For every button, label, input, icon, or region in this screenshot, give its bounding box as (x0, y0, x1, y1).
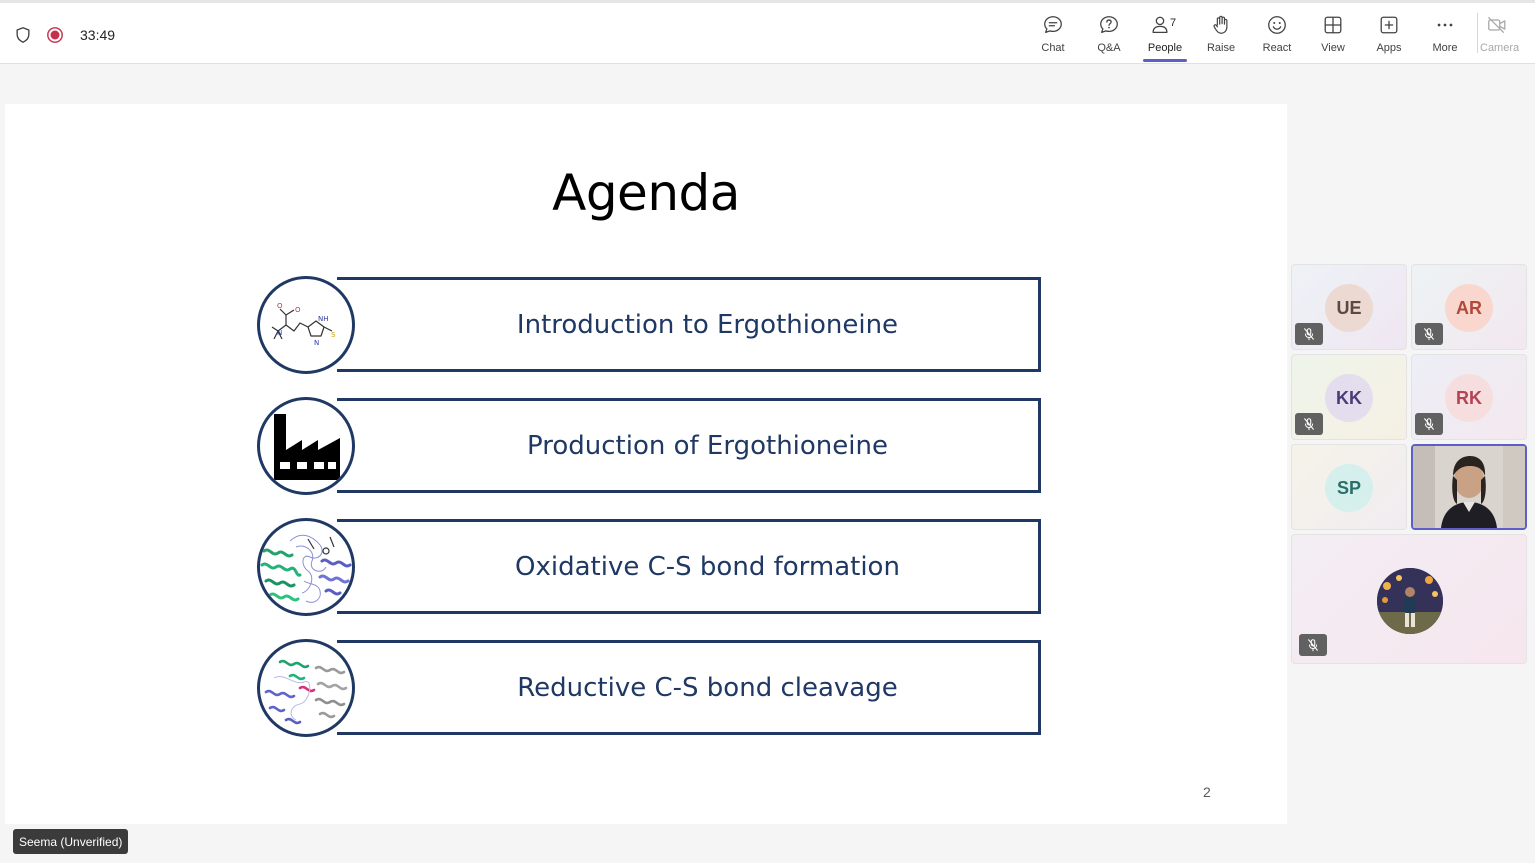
avatar: AR (1445, 284, 1493, 332)
presenter-name-label: Seema (Unverified) (13, 829, 129, 854)
mic-muted-badge (1415, 413, 1443, 435)
shared-content-slide[interactable]: Agenda Introduction to Ergothioneine N (5, 104, 1287, 824)
qa-button[interactable]: Q&A (1081, 3, 1137, 64)
meeting-toolbar: Chat Q&A 7 People Raise (1025, 3, 1520, 64)
agenda-item-text: Production of Ergothioneine (527, 430, 888, 461)
avatar: UE (1325, 284, 1373, 332)
mic-off-icon (1308, 639, 1318, 652)
agenda-item-image (257, 397, 355, 495)
ellipsis-icon (1437, 23, 1453, 27)
participant-video-tile[interactable] (1411, 444, 1527, 530)
slide-title: Agenda (552, 164, 740, 222)
hand-icon (1213, 15, 1228, 34)
enzyme-structure-icon (264, 659, 348, 725)
meeting-timer: 33:49 (80, 27, 116, 43)
mic-muted-badge (1415, 323, 1443, 345)
agenda-item-text: Introduction to Ergothioneine (516, 309, 899, 340)
molecule-structure-icon: N O O NH N S (271, 302, 336, 347)
avatar-photo (1377, 568, 1443, 634)
grid-icon (1324, 16, 1342, 34)
agenda-item-image (257, 518, 355, 616)
avatar: RK (1445, 374, 1493, 422)
participant-tile[interactable]: SP (1291, 444, 1407, 530)
raise-label: Raise (1206, 42, 1236, 54)
mic-off-icon (1424, 328, 1434, 341)
person-icon (1152, 16, 1168, 33)
agenda-item-text: Reductive C-S bond cleavage (517, 672, 898, 703)
agenda-item-box: Introduction to Ergothioneine (337, 277, 1041, 372)
shield-icon[interactable] (14, 26, 32, 44)
plus-square-icon (1380, 16, 1398, 34)
people-button[interactable]: 7 People (1137, 3, 1193, 64)
mic-off-icon (1424, 418, 1434, 431)
smiley-icon (1268, 16, 1286, 34)
qa-label: Q&A (1097, 42, 1121, 54)
factory-icon (274, 414, 340, 480)
participant-tile[interactable]: RK (1411, 354, 1527, 440)
avatar: KK (1325, 374, 1373, 422)
apps-label: Apps (1376, 42, 1402, 54)
agenda-item-text: Oxidative C-S bond formation (515, 551, 900, 582)
participant-tile[interactable]: AR (1411, 264, 1527, 350)
participant-tile[interactable]: UE (1291, 264, 1407, 350)
protein-structure-icon (260, 534, 352, 603)
question-bubble-icon (1100, 16, 1118, 33)
active-tab-indicator (1143, 59, 1187, 62)
camera-label: Camera (1480, 42, 1520, 54)
react-button[interactable]: React (1249, 3, 1305, 64)
view-label: View (1321, 42, 1345, 54)
svg-text:O: O (295, 306, 301, 314)
mic-muted-badge (1299, 634, 1327, 656)
camera-button[interactable]: Camera (1480, 3, 1520, 64)
people-count-badge: 7 (1170, 17, 1177, 29)
svg-text:N: N (314, 339, 319, 347)
view-button[interactable]: View (1305, 3, 1361, 64)
chat-icon (1044, 16, 1062, 33)
participant-video (1413, 446, 1525, 528)
participant-tile[interactable] (1291, 534, 1527, 664)
camera-off-icon (1488, 17, 1506, 33)
agenda-item-box: Production of Ergothioneine (337, 398, 1041, 493)
svg-text:NH: NH (318, 315, 329, 323)
chat-label: Chat (1041, 42, 1065, 54)
agenda-item: Production of Ergothioneine (257, 397, 1043, 495)
agenda-item: Introduction to Ergothioneine N O O (257, 276, 1043, 374)
chat-button[interactable]: Chat (1025, 3, 1081, 64)
agenda-item-box: Reductive C-S bond cleavage (337, 640, 1041, 735)
svg-text:S: S (331, 331, 336, 339)
mic-muted-badge (1295, 413, 1323, 435)
agenda-item-image (257, 639, 355, 737)
svg-text:O: O (277, 302, 283, 310)
mic-off-icon (1304, 328, 1314, 341)
avatar: SP (1325, 464, 1373, 512)
apps-button[interactable]: Apps (1361, 3, 1417, 64)
agenda-item-image: N O O NH N S (257, 276, 355, 374)
people-label: People (1147, 42, 1183, 54)
toolbar-divider (1477, 13, 1478, 53)
participant-tile[interactable]: KK (1291, 354, 1407, 440)
recording-icon (47, 27, 63, 43)
meeting-top-bar: 33:49 Chat Q&A 7 People (0, 0, 1535, 64)
mic-off-icon (1304, 418, 1314, 431)
profile-photo (1377, 568, 1443, 634)
react-label: React (1262, 42, 1292, 54)
agenda-item-box: Oxidative C-S bond formation (337, 519, 1041, 614)
agenda-item: Oxidative C-S bond formation (257, 518, 1043, 616)
more-label: More (1432, 42, 1458, 54)
mic-muted-badge (1295, 323, 1323, 345)
svg-text:N: N (277, 329, 282, 337)
meeting-status: 33:49 (14, 23, 115, 47)
raise-hand-button[interactable]: Raise (1193, 3, 1249, 64)
more-button[interactable]: More (1417, 3, 1473, 64)
slide-page-number: 2 (1203, 784, 1211, 800)
agenda-item: Reductive C-S bond cleavage (257, 639, 1043, 737)
